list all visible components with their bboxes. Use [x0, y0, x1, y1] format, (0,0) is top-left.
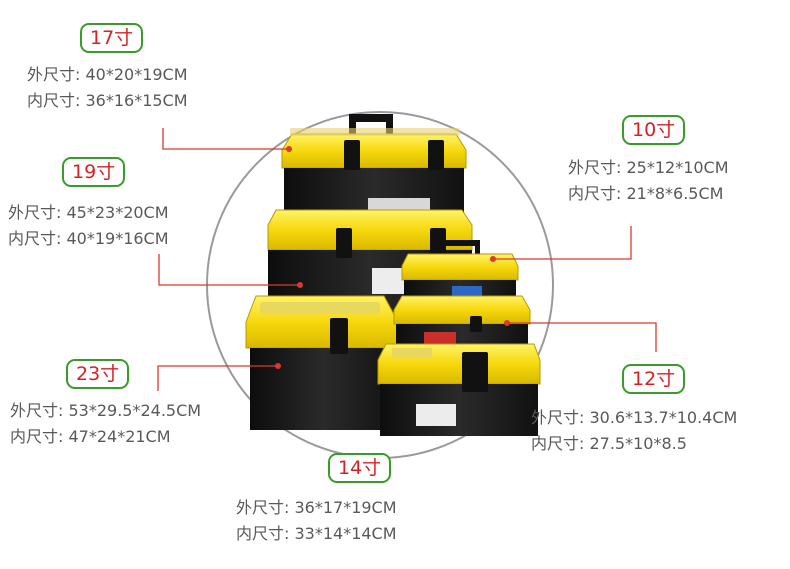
outer-dimension: 外尺寸: 25*12*10CM	[568, 158, 729, 177]
size-badge-23: 23寸	[66, 359, 130, 389]
outer-dimension: 外尺寸: 30.6*13.7*10.4CM	[531, 408, 738, 427]
leader-line-10	[494, 226, 632, 260]
size-badge-14: 14寸	[328, 453, 392, 483]
toolbox-14	[377, 343, 541, 436]
outer-dimension: 外尺寸: 53*29.5*24.5CM	[10, 401, 202, 420]
inner-dimension: 内尺寸: 33*14*14CM	[236, 524, 397, 543]
leader-dot-19	[297, 282, 303, 288]
spec-23: 外尺寸: 53*29.5*24.5CM 内尺寸: 47*24*21CM	[10, 398, 201, 450]
size-badge-12: 12寸	[622, 364, 686, 394]
leader-dot-17	[286, 146, 292, 152]
spec-12: 外尺寸: 30.6*13.7*10.4CM 内尺寸: 27.5*10*8.5	[531, 405, 737, 457]
size-badge-17: 17寸	[80, 23, 144, 53]
spec-10: 外尺寸: 25*12*10CM 内尺寸: 21*8*6.5CM	[568, 155, 729, 207]
inner-dimension: 内尺寸: 27.5*10*8.5	[531, 434, 687, 453]
inner-dimension: 内尺寸: 36*16*15CM	[27, 91, 188, 110]
inner-dimension: 内尺寸: 47*24*21CM	[10, 427, 171, 446]
leader-dot-12	[504, 320, 510, 326]
spec-19: 外尺寸: 45*23*20CM 内尺寸: 40*19*16CM	[8, 200, 169, 252]
outer-dimension: 外尺寸: 40*20*19CM	[27, 65, 188, 84]
leader-line-17	[162, 128, 288, 150]
inner-dimension: 内尺寸: 21*8*6.5CM	[568, 184, 724, 203]
leader-dot-23	[275, 363, 281, 369]
spec-17: 外尺寸: 40*20*19CM 内尺寸: 36*16*15CM	[27, 62, 188, 114]
spec-14: 外尺寸: 36*17*19CM 内尺寸: 33*14*14CM	[236, 495, 397, 547]
size-badge-10: 10寸	[622, 115, 686, 145]
inner-dimension: 内尺寸: 40*19*16CM	[8, 229, 169, 248]
leader-line-12	[508, 322, 657, 352]
outer-dimension: 外尺寸: 45*23*20CM	[8, 203, 169, 222]
leader-line-23	[157, 365, 277, 391]
outer-dimension: 外尺寸: 36*17*19CM	[236, 498, 397, 517]
size-badge-19: 19寸	[62, 157, 126, 187]
toolbox-23	[245, 295, 399, 430]
leader-dot-10	[490, 256, 496, 262]
leader-line-19	[158, 254, 299, 286]
toolbox-17	[281, 114, 467, 226]
